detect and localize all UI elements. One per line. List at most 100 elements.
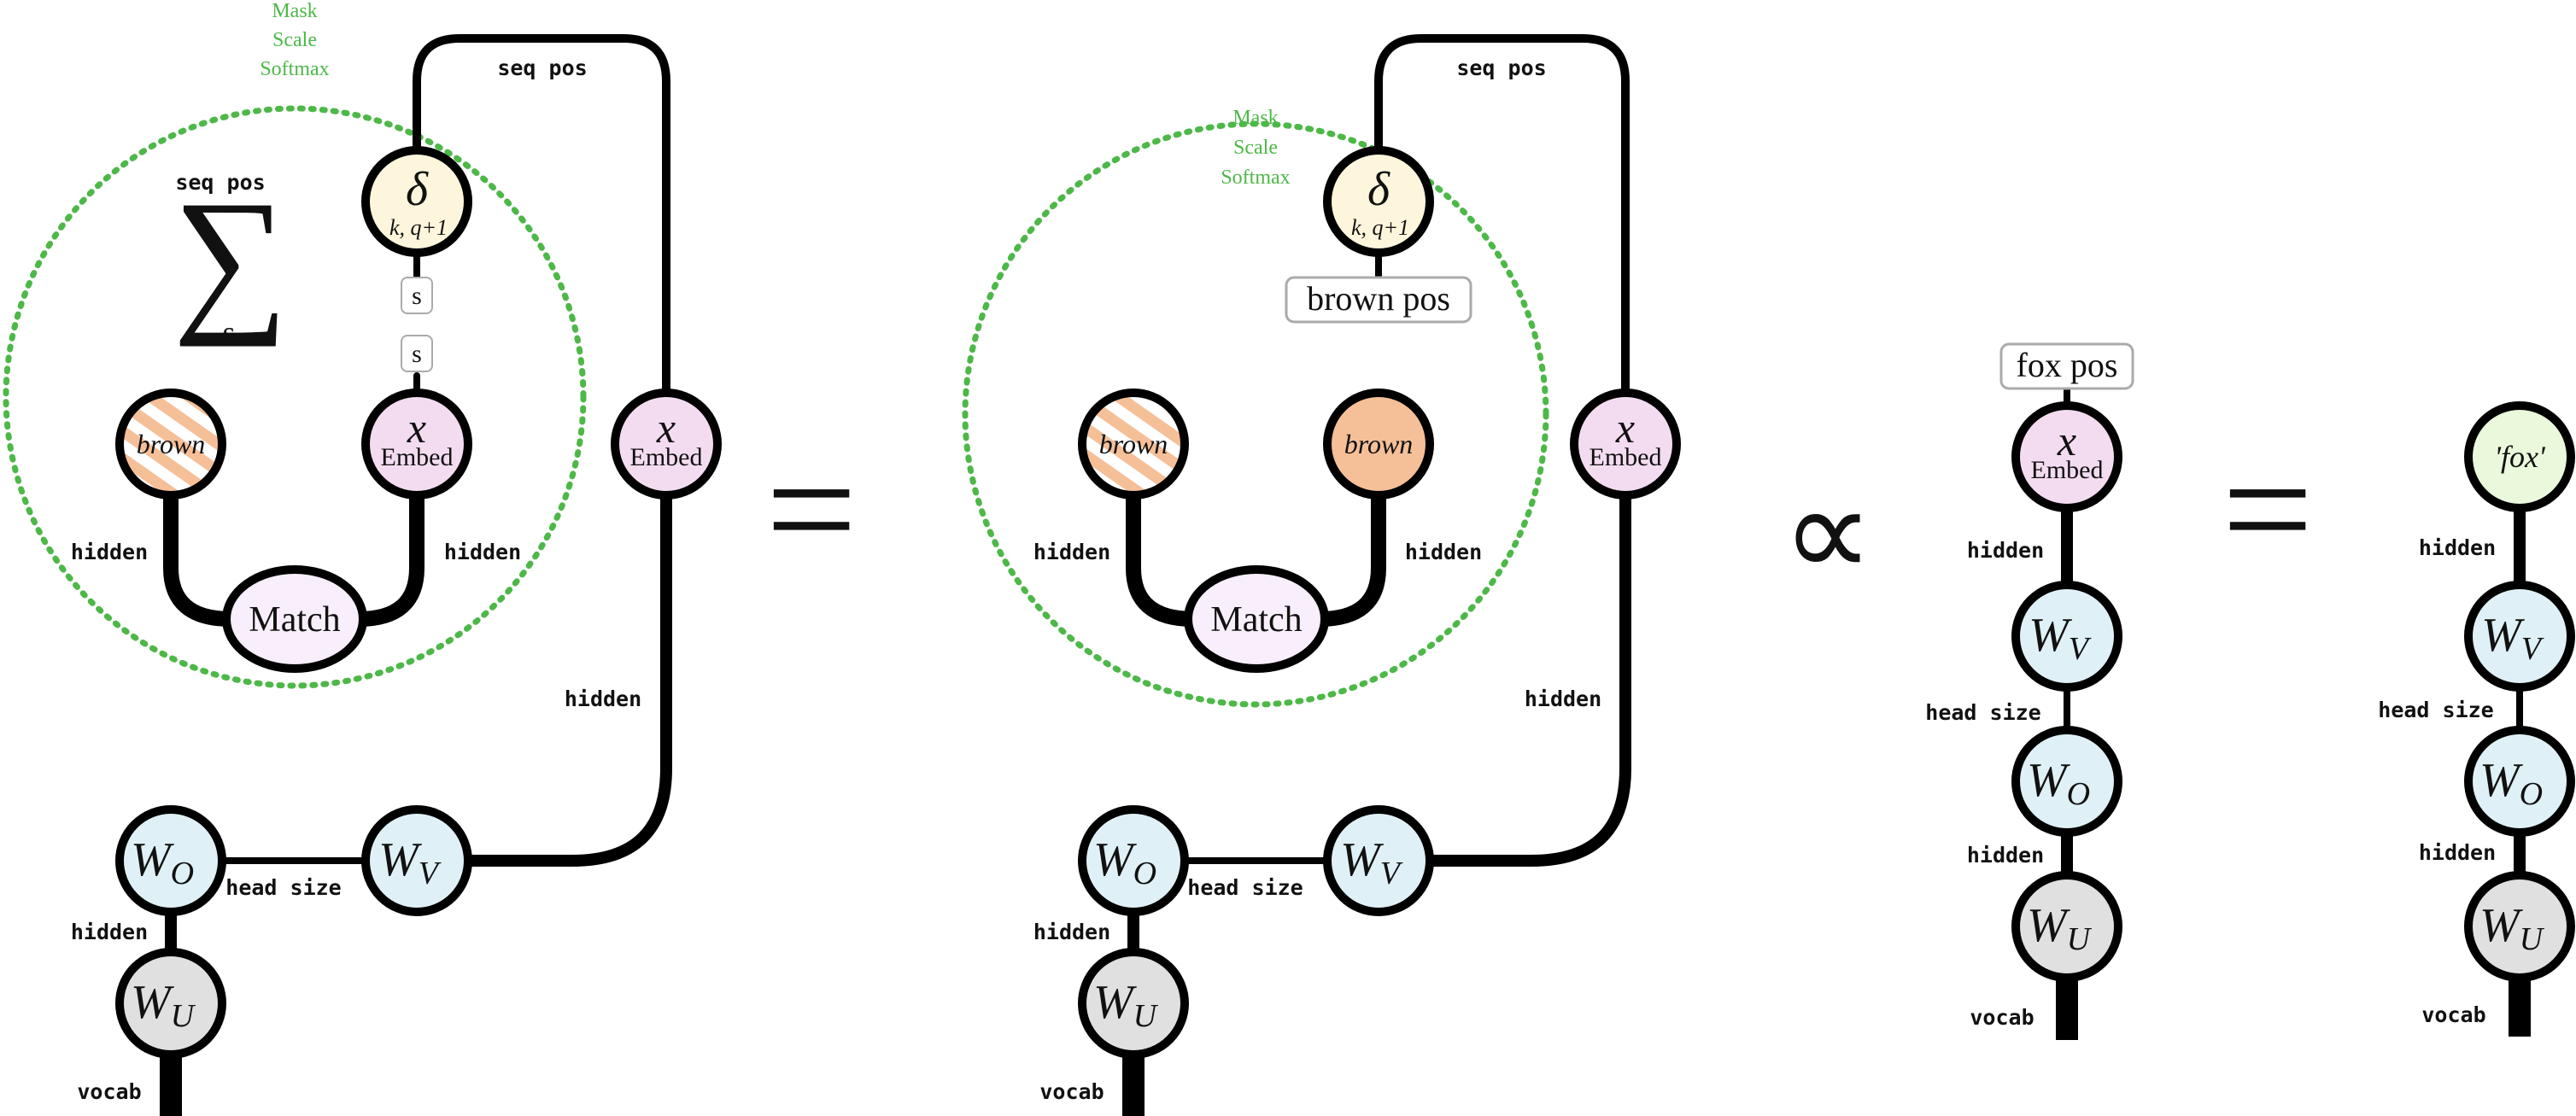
- delta-symbol-1: δ: [406, 163, 429, 216]
- wu-node-3: [2011, 871, 2122, 982]
- sum-icon: ∑: [173, 168, 288, 348]
- wire-x-wv-1: [421, 472, 672, 867]
- wo-label-4: WO: [2479, 754, 2543, 812]
- wu-node-4: [2464, 871, 2575, 982]
- wv-label-2: WV: [1340, 833, 1403, 891]
- vocab-label-2: vocab: [1039, 1079, 1104, 1104]
- wire-brown-match-2: [1126, 488, 1201, 627]
- x-embed-node-3: [2011, 401, 2122, 512]
- equals-sign-1: =: [765, 420, 857, 599]
- seq-pos-label-1: seq pos: [497, 56, 587, 80]
- brown-label-2b: brown: [1344, 429, 1414, 459]
- seq-pos-label-2: seq pos: [1456, 56, 1546, 80]
- fox-pos-text: fox pos: [2017, 346, 2118, 384]
- wo-label-3: WO: [2027, 754, 2090, 812]
- x-symbol-1b: x: [656, 404, 676, 452]
- wo-node-4: [2464, 726, 2575, 837]
- wv-node-1: [361, 805, 472, 916]
- wu-node-2: [1078, 948, 1189, 1059]
- wo-node-2: [1078, 805, 1189, 916]
- head-size-label-2: head size: [1187, 875, 1303, 900]
- hidden-label-1b: hidden: [444, 540, 521, 564]
- scale-label-2: Scale: [1233, 137, 1278, 159]
- softmax-label-1: Softmax: [260, 58, 329, 80]
- hidden-label-2d: hidden: [1033, 920, 1110, 944]
- panel-3: fox pos x Embed WV WO WU hidden head siz…: [1925, 342, 2134, 1040]
- x-symbol-3: x: [2057, 417, 2076, 465]
- hidden-label-4b: hidden: [2419, 840, 2496, 865]
- hidden-label-2c: hidden: [1525, 687, 1601, 711]
- hidden-label-4a: hidden: [2419, 535, 2496, 560]
- wv-node-2: [1323, 805, 1434, 916]
- wv-node-3: [2011, 581, 2122, 692]
- scale-label-1: Scale: [272, 29, 317, 51]
- embed-label-2: Embed: [1590, 443, 1662, 471]
- hidden-label-2b: hidden: [1405, 540, 1482, 564]
- wire-brown-solid-match-2: [1312, 488, 1386, 627]
- vocab-label-1: vocab: [77, 1079, 141, 1104]
- panel-4: 'fox' WV WO WU hidden head size hidden v…: [2378, 401, 2575, 1037]
- wo-label-2: WO: [1093, 833, 1156, 891]
- brown-pos-text: brown pos: [1307, 279, 1450, 318]
- wu-label-1: WU: [131, 976, 196, 1034]
- panel-2: Mask Scale Softmax δ k, q+1 brown pos br…: [962, 34, 1681, 1116]
- match-node-2: [1184, 565, 1329, 673]
- s-box-lower-text: s: [412, 340, 422, 368]
- hidden-label-3a: hidden: [1967, 538, 2044, 563]
- mask-region-1: [3, 105, 587, 689]
- wo-label-1: WO: [131, 833, 194, 891]
- brown-pos-box: [1285, 276, 1472, 324]
- delta-node-2: [1323, 146, 1434, 257]
- wv-label-4: WV: [2481, 609, 2544, 667]
- hidden-label-1a: hidden: [71, 540, 148, 564]
- wo-node-3: [2011, 726, 2122, 837]
- mask-label-1: Mask: [272, 0, 317, 22]
- softmax-label-2: Softmax: [1221, 167, 1290, 189]
- fox-label-4: 'fox': [2494, 440, 2546, 474]
- head-size-label-1: head size: [225, 875, 341, 900]
- mask-region-2: [962, 120, 1549, 708]
- fox-node-4: [2464, 401, 2575, 512]
- x-symbol-2: x: [1615, 404, 1635, 452]
- s-box-lower: [401, 335, 433, 372]
- brown-hatched-node-2: [1078, 389, 1189, 500]
- delta-sub-1: k, q+1: [389, 215, 448, 240]
- brown-label-1: brown: [137, 429, 206, 459]
- wire-x-match-1: [351, 488, 424, 627]
- head-size-label-4: head size: [2378, 698, 2493, 722]
- match-node-1: [222, 565, 367, 673]
- head-size-label-3: head size: [1925, 700, 2040, 725]
- wv-label-1: WV: [378, 833, 442, 891]
- x-symbol-1a: x: [407, 404, 426, 452]
- mask-label-2: Mask: [1232, 107, 1278, 129]
- s-box-upper-text: s: [412, 282, 422, 310]
- hidden-label-1d: hidden: [71, 920, 148, 944]
- wo-node-1: [115, 805, 226, 916]
- delta-node-1: [361, 146, 472, 257]
- wu-label-3: WU: [2027, 899, 2093, 957]
- proportional-sign: ∝: [1782, 463, 1873, 605]
- wu-node-1: [115, 948, 226, 1059]
- hidden-label-1c: hidden: [565, 687, 641, 711]
- delta-symbol-2: δ: [1367, 163, 1390, 216]
- brown-hatched-node-1: [115, 389, 226, 500]
- seq-pos-sum-label: seq pos: [175, 170, 265, 195]
- match-label-2: Match: [1210, 600, 1302, 640]
- hidden-label-3b: hidden: [1967, 843, 2044, 868]
- match-label-1: Match: [249, 600, 340, 640]
- hidden-label-2a: hidden: [1033, 540, 1110, 564]
- s-box-upper: [401, 277, 433, 314]
- wire-x-wv-2: [1382, 472, 1631, 867]
- x-embed-node-2: [1570, 389, 1681, 500]
- embed-label-3: Embed: [2031, 456, 2104, 484]
- wu-label-4: WU: [2479, 899, 2545, 957]
- brown-solid-node-2: [1323, 389, 1434, 500]
- wv-node-4: [2464, 581, 2575, 692]
- panel-1: Mask Scale Softmax seq pos ∑ s s s δ k, …: [3, 0, 722, 1116]
- wire-brown-match-1: [163, 488, 238, 627]
- fox-pos-box: [1999, 342, 2134, 390]
- wire-delta-seqpos-2: [1374, 34, 1630, 406]
- equals-sign-2: =: [2222, 420, 2313, 599]
- wire-delta-seqpos-1: [413, 34, 670, 406]
